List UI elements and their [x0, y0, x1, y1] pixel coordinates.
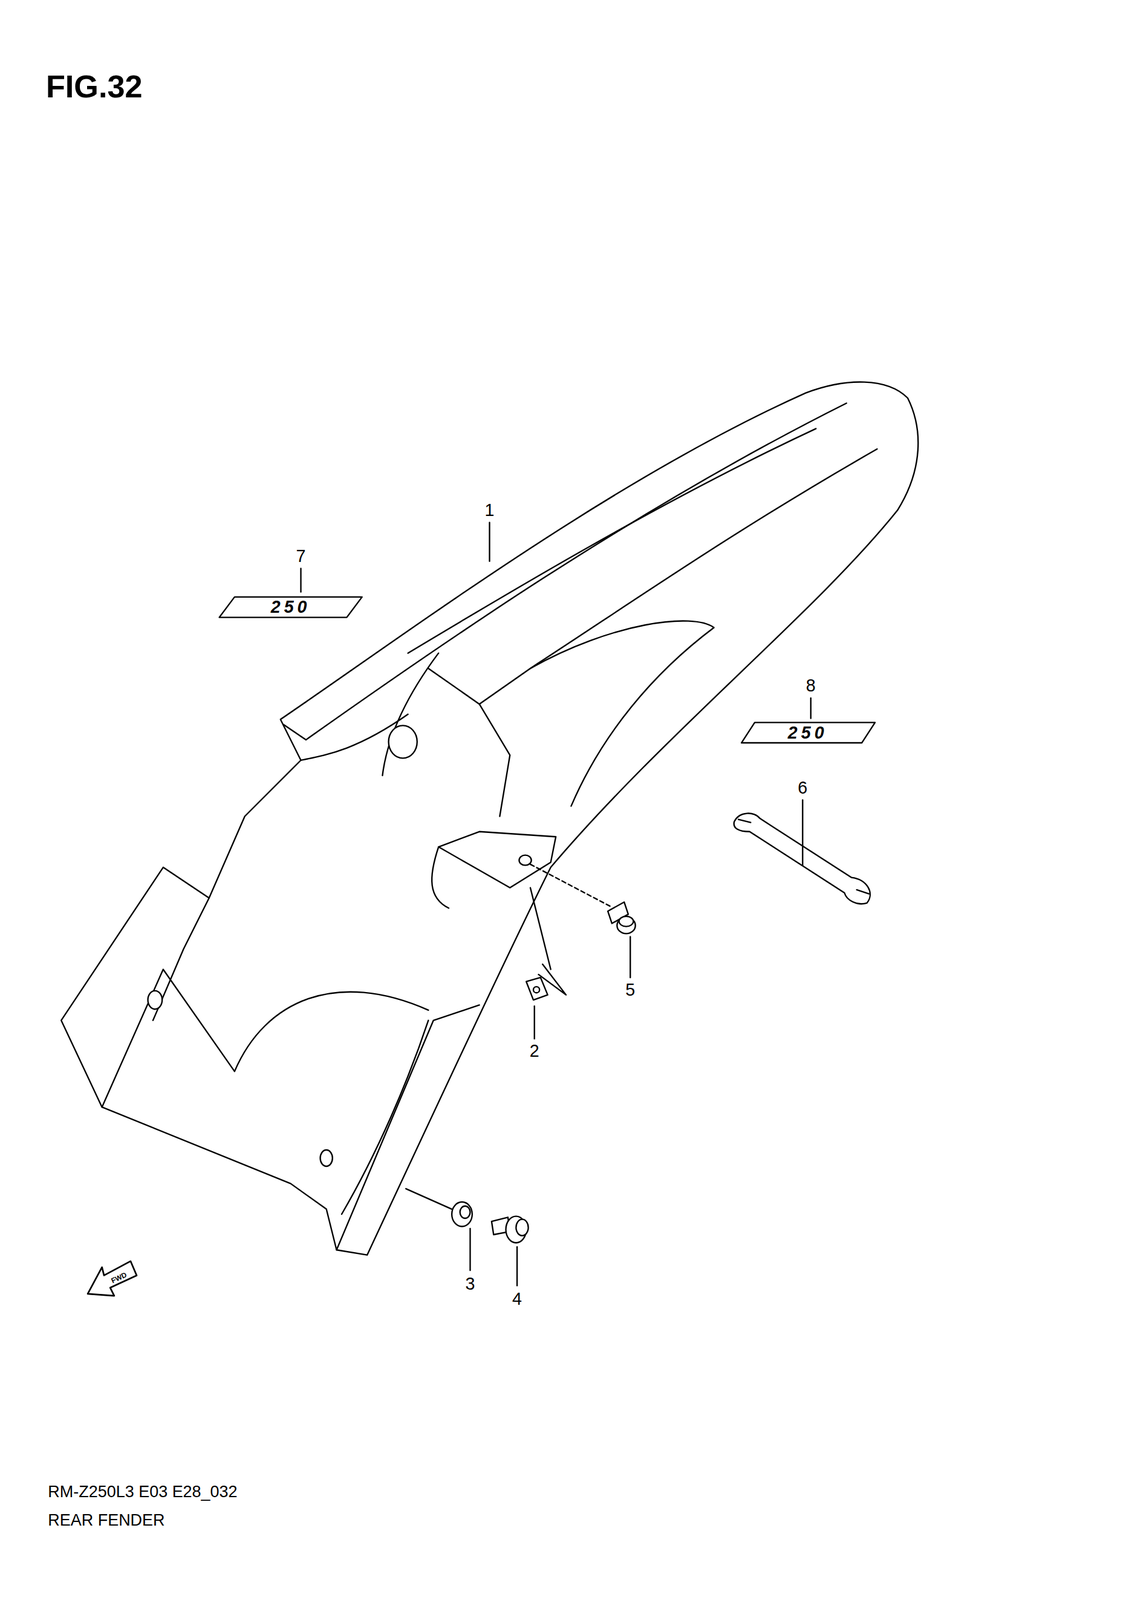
callout-number: 7	[296, 547, 306, 565]
figure-title: FIG.32	[45, 70, 143, 103]
callout-number: 6	[797, 778, 808, 797]
callout-number: 2	[529, 1041, 540, 1060]
callout-number: 4	[512, 1289, 522, 1308]
decal-text: 250	[270, 598, 311, 616]
callout-number: 8	[806, 676, 816, 695]
decal-text: 250	[787, 723, 828, 742]
figure-code: RM-Z250L3 E03 E28_032	[47, 1482, 238, 1500]
callout-number: 5	[625, 980, 635, 999]
callout-number: 1	[484, 501, 495, 519]
callout-number: 3	[465, 1274, 476, 1292]
figure-caption: REAR FENDER	[47, 1511, 165, 1528]
